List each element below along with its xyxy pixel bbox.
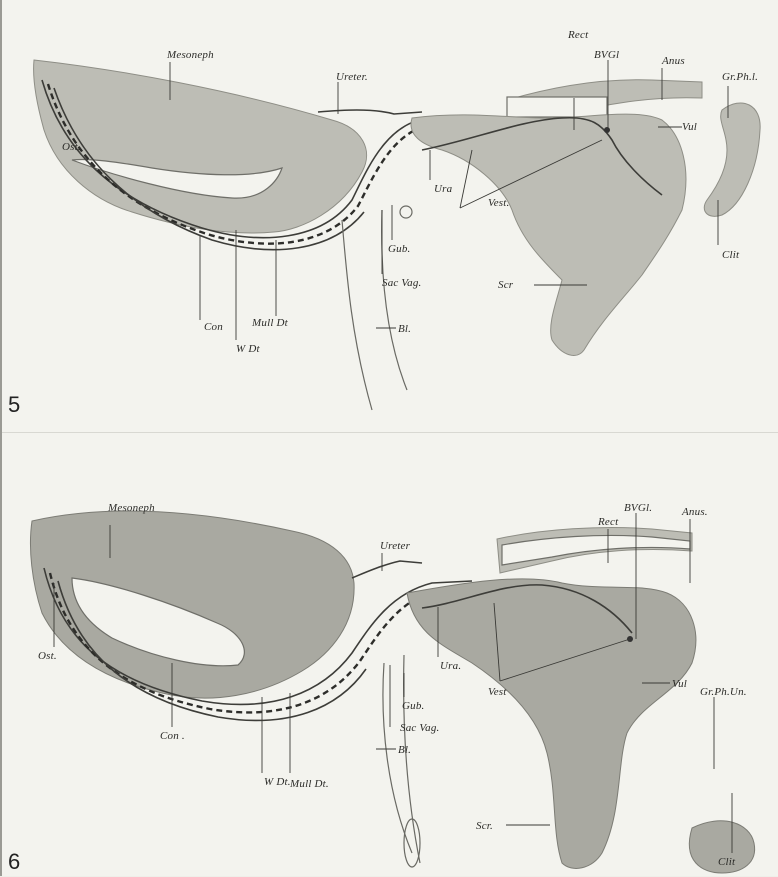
label-rect: Rect [597, 516, 619, 528]
label-bvgl: BVGl [594, 49, 619, 61]
figure-5: Mesoneph Ureter. Rect BVGl Anus Gr.Ph.l.… [2, 0, 778, 432]
bladder-outline [383, 663, 412, 853]
label-con: Con [204, 321, 223, 333]
label-mulldt: Mull Dt [251, 317, 289, 329]
label-gub: Gub. [402, 700, 425, 712]
label-anus: Anus [661, 55, 685, 67]
label-mesoneph: Mesoneph [166, 49, 214, 61]
label-sacvag: Sac Vag. [382, 277, 421, 289]
ureter-line [318, 110, 422, 114]
label-scr: Scr [498, 279, 514, 291]
label-ost: Ost. [62, 141, 81, 153]
label-gub: Gub. [388, 243, 411, 255]
label-ura: Ura. [440, 660, 461, 672]
label-mesoneph: Mesoneph [107, 502, 155, 514]
label-mulldt: Mull Dt. [289, 778, 329, 790]
ureter-line [352, 561, 422, 578]
label-vest: Vest [488, 686, 507, 698]
label-grphl: Gr.Ph.l. [722, 71, 758, 83]
label-sacvag: Sac Vag. [400, 722, 439, 734]
figure-6-number: 6 [8, 849, 20, 874]
label-ura: Ura [434, 183, 453, 195]
bladder-outline-2 [382, 210, 407, 390]
urogenital-mass-shape [407, 579, 696, 869]
label-wdt: W Dt. [264, 776, 291, 788]
label-ureter: Ureter. [336, 71, 368, 83]
label-clit: Clit [718, 856, 736, 868]
label-ost: Ost. [38, 650, 57, 662]
label-clit: Clit [722, 249, 740, 261]
label-rect: Rect [567, 29, 589, 41]
urogenital-mass-shape [411, 114, 686, 355]
label-wdt: W Dt [236, 343, 260, 355]
figure-5-drawing: Mesoneph Ureter. Rect BVGl Anus Gr.Ph.l.… [2, 0, 778, 432]
bladder-outline [342, 220, 372, 410]
bladder-outline-2 [404, 655, 420, 863]
label-grphun: Gr.Ph.Un. [700, 686, 747, 698]
label-bvgl: BVGl. [624, 502, 652, 514]
label-ureter: Ureter [380, 540, 411, 552]
label-con: Con . [160, 730, 185, 742]
bulbo-vestibular-gland-dot [604, 127, 610, 133]
label-bl: Bl. [398, 323, 411, 335]
label-vul: Vul [682, 121, 697, 133]
figure-6-drawing: Mesoneph Ureter Rect BVGl. Anus. Ost. Ur… [2, 433, 778, 877]
bladder-tip [404, 819, 420, 867]
clitoral-fold-shape [704, 103, 760, 216]
label-vul: Vul [672, 678, 687, 690]
label-scr: Scr. [476, 820, 493, 832]
gubernaculum-mark [400, 206, 412, 218]
figure-6: Mesoneph Ureter Rect BVGl. Anus. Ost. Ur… [2, 432, 778, 877]
rectum-lumen [507, 97, 607, 117]
label-vest: Vest. [488, 197, 509, 209]
figure-5-number: 5 [8, 392, 20, 417]
label-bl: Bl. [398, 744, 411, 756]
label-anus: Anus. [681, 506, 708, 518]
